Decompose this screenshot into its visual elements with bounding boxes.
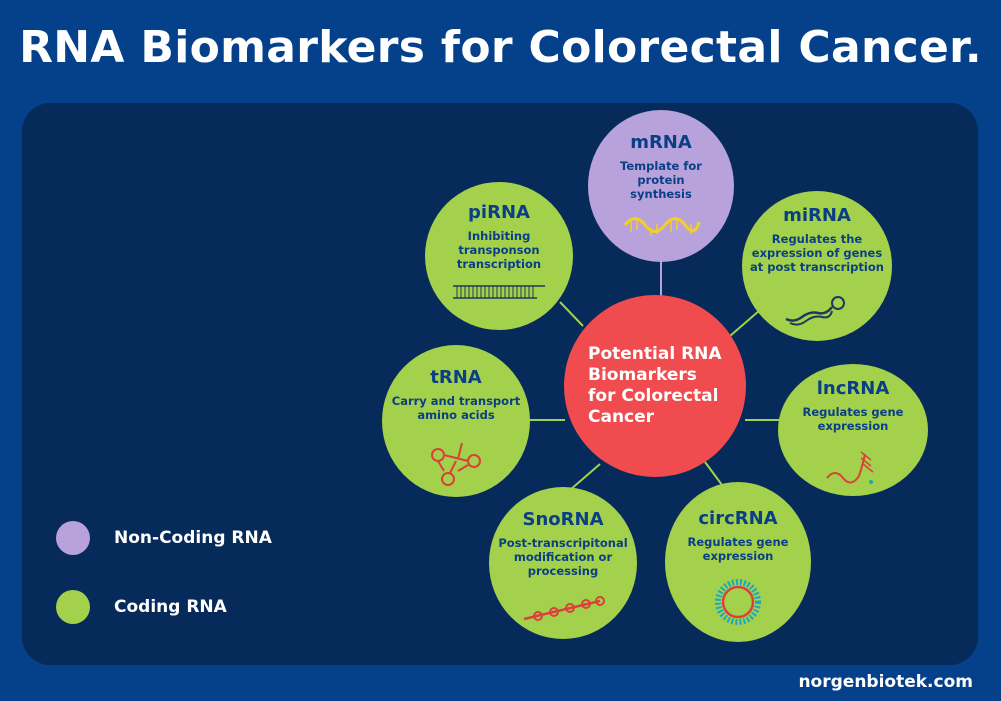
legend-coding-swatch [56, 590, 90, 624]
node-mirna-desc: Regulates the expression of genes at pos… [750, 232, 884, 274]
node-trna-desc: Carry and transport amino acids [391, 394, 521, 422]
mirna-hairpin-icon [785, 296, 845, 326]
connector-pirna [559, 301, 584, 327]
node-mirna-name: miRNA [783, 205, 851, 226]
mrna-strand-icon [623, 217, 701, 236]
legend-non-coding-swatch [56, 521, 90, 555]
legend-non-coding: Non-Coding RNA [56, 521, 272, 555]
connector-snorna [569, 463, 601, 491]
node-snorna-name: SnoRNA [522, 509, 604, 530]
node-pirna: piRNA Inhibiting transponson transcripti… [425, 182, 573, 330]
node-lncrna: lncRNA Regulates gene expression [778, 364, 928, 496]
node-circrna: circRNA Regulates gene expression [665, 482, 811, 642]
node-mirna: miRNA Regulates the expression of genes … [742, 191, 892, 341]
node-trna: tRNA Carry and transport amino acids [382, 345, 530, 497]
node-lncrna-desc: Regulates gene expression [802, 405, 904, 433]
node-trna-name: tRNA [430, 367, 482, 388]
node-pirna-name: piRNA [468, 202, 530, 223]
center-node: Potential RNA Biomarkers for Colorectal … [564, 295, 746, 477]
node-lncrna-name: lncRNA [816, 378, 890, 399]
snorna-strand-icon [523, 596, 605, 621]
node-mrna: mRNA Template for protein synthesis [588, 110, 734, 262]
legend-coding-label: Coding RNA [114, 597, 227, 617]
node-mrna-desc: Template for protein synthesis [620, 159, 702, 201]
center-node-label: Potential RNA Biomarkers for Colorectal … [588, 344, 722, 427]
node-snorna: SnoRNA Post-transcripitonal modification… [489, 487, 637, 639]
node-mrna-name: mRNA [630, 132, 692, 153]
connector-circrna [704, 461, 723, 486]
circrna-ring-icon [715, 579, 761, 625]
pirna-duplex-icon [453, 285, 545, 299]
page-title: RNA Biomarkers for Colorectal Cancer. [19, 22, 982, 73]
node-circrna-desc: Regulates gene expression [687, 535, 789, 563]
node-pirna-desc: Inhibiting transponson transcription [456, 229, 542, 271]
node-snorna-desc: Post-transcripitonal modification or pro… [498, 536, 628, 578]
footer-website: norgenbiotek.com [798, 672, 973, 692]
trna-cloverleaf-icon [431, 442, 481, 486]
legend-coding: Coding RNA [56, 590, 227, 624]
lncrna-strand-icon [826, 451, 874, 484]
node-circrna-name: circRNA [698, 508, 778, 529]
legend-non-coding-label: Non-Coding RNA [114, 528, 272, 548]
connector-mirna [729, 309, 761, 337]
